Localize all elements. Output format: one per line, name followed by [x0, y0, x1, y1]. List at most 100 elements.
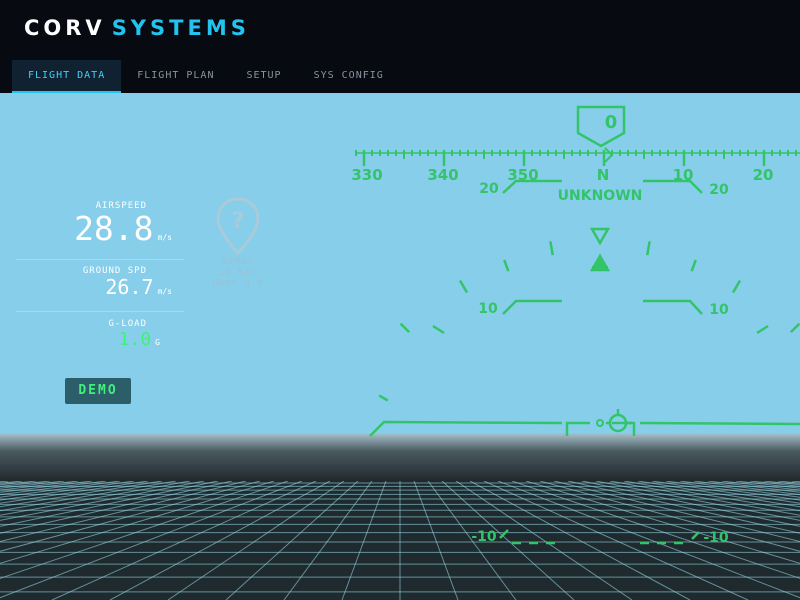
tab-flight-data[interactable]: FLIGHT DATA	[12, 60, 122, 93]
grid-line	[167, 480, 345, 600]
grid-line	[455, 480, 633, 600]
grid-line	[511, 480, 800, 579]
aircraft-center-dot	[596, 419, 604, 427]
bank-angle-scale	[378, 241, 800, 402]
grid-line	[539, 480, 800, 552]
pitch-label-plus10-right: 10	[709, 302, 729, 318]
grid-line	[623, 480, 800, 512]
grid-line	[0, 480, 303, 599]
grid-line	[525, 480, 800, 564]
heading-label-330: 330	[351, 166, 382, 184]
brand-accent: SYSTEMS	[111, 16, 250, 40]
roll-pointer	[589, 227, 611, 246]
grid-line	[637, 480, 800, 508]
horizon-line-left	[369, 420, 563, 437]
tab-flight-plan[interactable]: FLIGHT PLAN	[137, 70, 215, 81]
airspeed-unit: m/s	[157, 233, 172, 242]
ground-speed-value: 26.7	[105, 275, 154, 299]
grid-line	[0, 480, 289, 579]
grid-line	[0, 480, 149, 504]
pitch-line-minus10-right-tick	[691, 531, 700, 540]
bank-tick	[731, 279, 742, 294]
heading-label-10: 10	[673, 166, 694, 184]
pitch-label-plus10-left: 10	[478, 301, 498, 317]
telemetry-divider	[16, 259, 184, 260]
bank-tick	[378, 394, 389, 402]
grid-line	[283, 480, 373, 600]
horizon-line-right	[639, 421, 800, 426]
pitch-line-plus10-right	[643, 299, 703, 315]
grid-line	[0, 480, 219, 527]
grid-line	[469, 480, 691, 600]
aircraft-wing-left	[565, 421, 590, 436]
pitch-label-plus20-left: 20	[479, 181, 499, 197]
g-load-value: 1.0	[118, 329, 152, 350]
bank-tick	[646, 241, 651, 256]
bank-tick	[690, 259, 697, 272]
pitch-label-minus10-right: -10	[703, 530, 729, 546]
airspeed-label: AIRSPEED	[95, 201, 147, 211]
heading-label-north: N	[597, 166, 610, 184]
telemetry-divider	[16, 311, 184, 312]
grid-line	[483, 480, 749, 600]
grid-line	[0, 480, 247, 542]
heading-label-340: 340	[427, 166, 458, 184]
heading-bug	[604, 147, 614, 163]
pitch-line-minus10-left-tick	[499, 529, 509, 539]
ground	[0, 480, 800, 600]
grid-line	[441, 480, 575, 600]
heading-tape-ticks	[355, 150, 797, 166]
pitch-label-plus20-right: 20	[709, 182, 729, 198]
airspeed-value: 28.8	[74, 209, 154, 248]
pitch-line-plus20-left	[502, 179, 562, 194]
grid-line	[0, 480, 163, 508]
grid-line	[497, 480, 800, 599]
bank-tick	[458, 279, 469, 294]
heading-label-350: 350	[507, 166, 538, 184]
grid-line	[413, 480, 459, 600]
bank-tick	[549, 241, 554, 256]
grid-line	[567, 480, 800, 534]
grid-line	[609, 480, 800, 516]
grid-line	[0, 480, 275, 564]
unknown-location-pin-icon: ?	[216, 197, 260, 256]
bank-tick	[503, 259, 510, 272]
pitch-label-minus10-left: -10	[471, 529, 497, 545]
brand-primary: CORV	[24, 16, 106, 40]
tab-setup[interactable]: SETUP	[246, 70, 282, 81]
gps-satellites: 12 SAT	[218, 268, 258, 278]
flight-mode: UNKNOWN	[558, 188, 643, 204]
pitch-line-plus20-right	[643, 179, 703, 194]
bank-tick	[432, 324, 445, 335]
ground-speed-unit: m/s	[157, 287, 172, 296]
grid-line	[0, 480, 205, 521]
gps-hdop: HDOP 0.9	[212, 279, 264, 289]
heading-readout-box	[576, 105, 626, 148]
grid-line	[225, 480, 359, 600]
svg-text:?: ?	[232, 209, 245, 234]
sky	[0, 93, 800, 435]
horizon-haze	[0, 433, 800, 485]
grid-line	[0, 480, 261, 552]
tab-sys-config[interactable]: SYS CONFIG	[313, 70, 384, 81]
pitch-line-plus10-left	[502, 299, 562, 315]
grid-line	[51, 480, 317, 600]
bank-tick	[399, 322, 410, 333]
g-load-label: G-LOAD	[108, 319, 147, 329]
hud-overlay: 0 330 340 350 N 10 20 UNKNOWN 20 20 10 1…	[351, 105, 800, 546]
demo-badge[interactable]: DEMO	[65, 378, 131, 404]
ground-speed-label: GROUND SPD	[82, 266, 147, 276]
grid-line	[595, 480, 800, 521]
g-load-unit: G	[155, 338, 160, 347]
aircraft-wing-right	[612, 421, 636, 436]
heading-label-20: 20	[753, 166, 774, 184]
gps-status: SPOOF	[221, 257, 255, 267]
ground-grid	[0, 480, 800, 600]
grid-line	[341, 480, 387, 600]
